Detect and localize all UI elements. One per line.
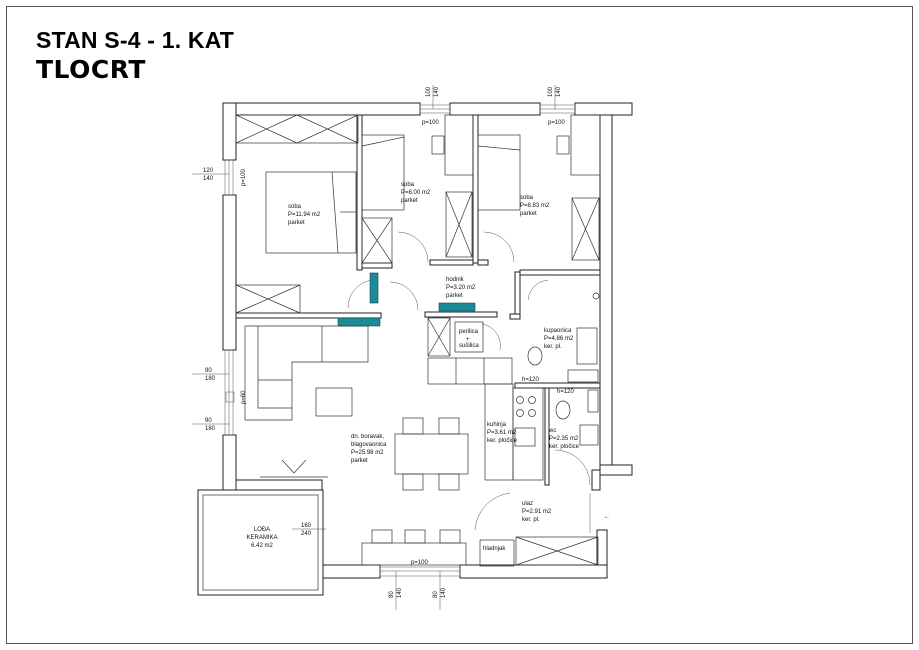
svg-text:P=8.83 m2: P=8.83 m2 <box>520 203 550 209</box>
loggia-name: LOĐA <box>254 527 270 533</box>
loggia-floor: KERAMIKA <box>246 535 277 541</box>
svg-text:hodnik: hodnik <box>446 277 465 283</box>
dimension-loggia: 160 240 <box>292 523 326 537</box>
svg-text:parket: parket <box>288 220 305 226</box>
svg-text:p=100: p=100 <box>548 120 566 126</box>
svg-text:P=11.94 m2: P=11.94 m2 <box>288 212 321 218</box>
svg-text:140: 140 <box>434 86 440 97</box>
dimension-left-1: 120 140 <box>192 168 229 182</box>
dimension-top-1: 100 140 <box>426 85 440 109</box>
svg-text:parket: parket <box>446 293 463 299</box>
furniture <box>244 114 601 567</box>
svg-text:120: 120 <box>203 168 214 174</box>
svg-text:h=120: h=120 <box>557 389 575 395</box>
svg-text:140: 140 <box>441 587 447 598</box>
svg-text:140: 140 <box>397 587 403 598</box>
loggia: LOĐA KERAMIKA 6.42 m2 <box>197 489 324 596</box>
svg-text:hladnjak: hladnjak <box>483 546 506 552</box>
svg-text:p=100: p=100 <box>411 560 429 566</box>
svg-text:160: 160 <box>301 523 312 529</box>
svg-text:soba: soba <box>288 204 302 210</box>
svg-text:ulaz: ulaz <box>522 501 533 507</box>
svg-text:90: 90 <box>205 368 212 374</box>
svg-text:ker. pločice: ker. pločice <box>487 438 518 444</box>
svg-text:kuhinja: kuhinja <box>487 422 507 428</box>
doors <box>347 231 591 533</box>
svg-text:ker. pločice: ker. pločice <box>549 444 580 450</box>
svg-text:80: 80 <box>389 591 395 598</box>
entrance-arrow-icon: ← <box>604 514 610 520</box>
page-frame <box>6 6 913 644</box>
svg-text:h=120: h=120 <box>522 377 540 383</box>
dimension-top-2: 100 140 <box>548 85 562 109</box>
svg-text:p=60: p=60 <box>241 390 247 404</box>
windows <box>224 104 576 577</box>
svg-text:240: 240 <box>301 531 312 537</box>
room-label-wc: wcP=2.35 m2 ker. pločice <box>548 428 580 450</box>
svg-text:+: + <box>466 337 470 343</box>
dimension-left-3: 90 180 <box>192 418 229 432</box>
dimension-bottom-1: 80 140 <box>389 571 403 610</box>
svg-text:180: 180 <box>205 426 216 432</box>
svg-text:sušilica: sušilica <box>459 343 479 349</box>
fixture-labels: perilica + sušilica hladnjak h=120 h=120… <box>241 120 575 566</box>
svg-text:soba: soba <box>401 182 415 188</box>
dimension-left-2: 90 180 <box>192 368 229 382</box>
svg-text:parket: parket <box>401 198 418 204</box>
svg-text:parket: parket <box>351 458 368 464</box>
page-title: STAN S-4 - 1. KAT <box>36 27 235 53</box>
svg-text:140: 140 <box>203 176 214 182</box>
svg-text:wc: wc <box>548 428 556 434</box>
svg-text:180: 180 <box>205 376 216 382</box>
svg-text:140: 140 <box>556 86 562 97</box>
wardrobes <box>235 114 600 566</box>
svg-text:P=25.98 m2: P=25.98 m2 <box>351 450 384 456</box>
svg-text:p=100: p=100 <box>241 168 247 186</box>
svg-text:P=4.86 m2: P=4.86 m2 <box>544 336 574 342</box>
svg-text:ker. pl.: ker. pl. <box>544 344 562 350</box>
vent-icon <box>225 391 235 403</box>
svg-text:soba: soba <box>520 195 534 201</box>
svg-text:ker. pl.: ker. pl. <box>522 517 540 523</box>
svg-text:p=100: p=100 <box>422 120 440 126</box>
svg-text:P=3.61 m2: P=3.61 m2 <box>487 430 517 436</box>
svg-text:90: 90 <box>205 418 212 424</box>
svg-text:100: 100 <box>548 86 554 97</box>
interior-walls <box>235 114 601 486</box>
svg-text:dn. boravak,: dn. boravak, <box>351 434 384 440</box>
svg-text:parket: parket <box>520 211 537 217</box>
svg-text:P=3.20 m2: P=3.20 m2 <box>446 285 476 291</box>
svg-text:perilica: perilica <box>459 329 479 335</box>
svg-text:P=8.00 m2: P=8.00 m2 <box>401 190 431 196</box>
svg-text:P=2.35 m2: P=2.35 m2 <box>549 436 579 442</box>
svg-text:100: 100 <box>426 86 432 97</box>
radiators <box>337 272 476 327</box>
svg-text:kupaonica: kupaonica <box>544 328 572 334</box>
loggia-area: 6.42 m2 <box>251 543 273 549</box>
dimension-bottom-2: 80 140 <box>433 571 447 610</box>
svg-text:P=2.91 m2: P=2.91 m2 <box>522 509 552 515</box>
svg-text:80: 80 <box>433 591 439 598</box>
page-subtitle: TLOCRT <box>36 55 146 84</box>
svg-text:blagovaonica: blagovaonica <box>351 442 387 448</box>
